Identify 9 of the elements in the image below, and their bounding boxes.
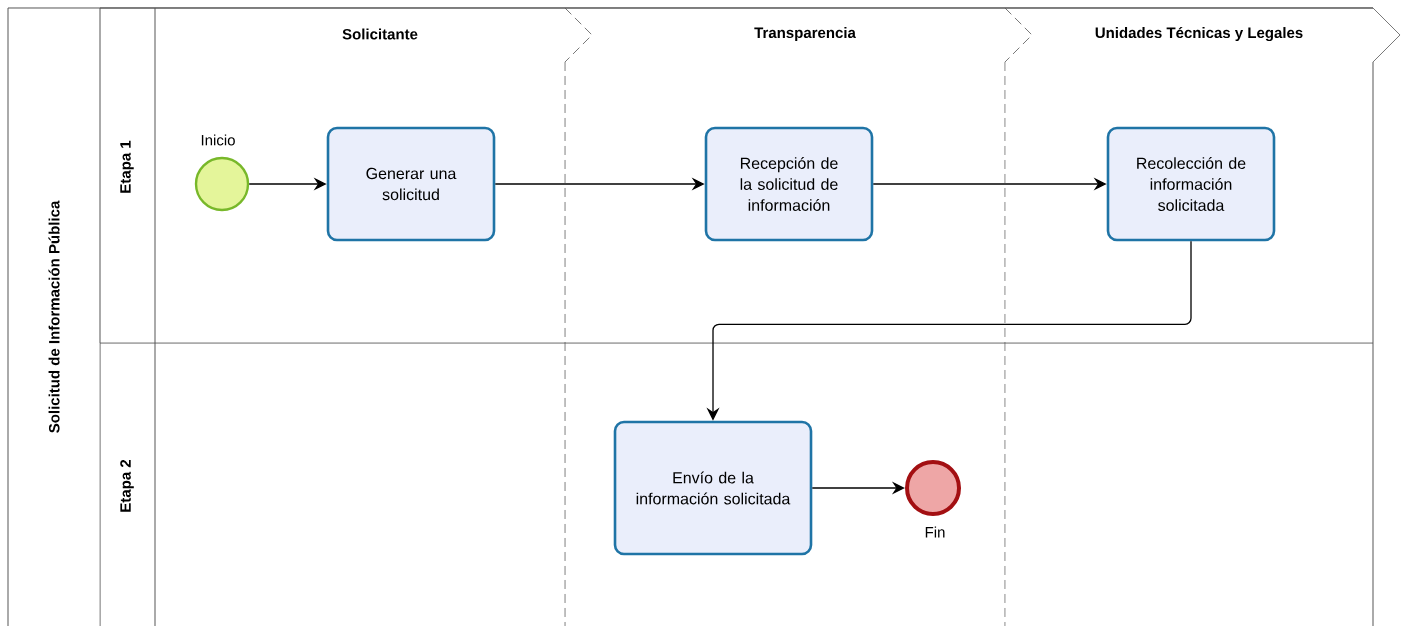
phase-header: Transparencia [754,7,1033,63]
event-label: Fin [925,526,945,538]
task-box: Recepción de la solicitud de información [704,126,874,242]
phase-header: Unidades Técnicas y Legales [1095,7,1401,63]
task-box: Recolección de información solicitada [1106,126,1276,242]
event-label: Inicio [201,134,235,146]
task-box: Envío de la información solicitada [613,420,813,556]
task-box: Generar una solicitud [326,126,496,242]
phase-header: Solicitante [342,7,593,63]
